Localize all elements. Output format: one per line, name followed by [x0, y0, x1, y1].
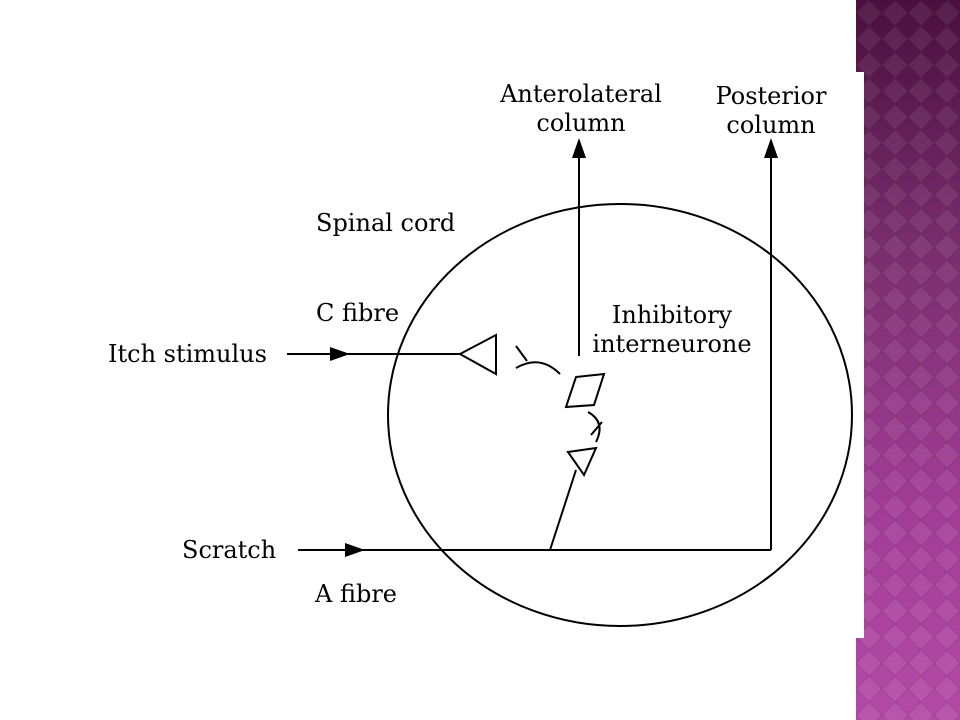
synapse-tick-lower	[590, 421, 603, 436]
synapse-arc-upper	[515, 361, 561, 375]
c-fibre-terminal	[457, 333, 497, 376]
label-spinal-cord: Spinal cord	[316, 209, 455, 237]
diagram-canvas: Anterolateral column Posterior column Sp…	[108, 80, 853, 627]
a-fibre-arrowhead	[345, 543, 365, 557]
label-inhibitory-2: interneurone	[592, 330, 751, 358]
c-fibre-arrowhead	[330, 347, 350, 361]
decorative-side-panel	[856, 0, 960, 720]
a-fibre-collateral-terminal	[566, 446, 598, 478]
label-anterolateral-1: Anterolateral	[499, 80, 662, 108]
diamond-pattern	[856, 0, 960, 720]
label-posterior-1: Posterior	[716, 82, 827, 110]
anterolateral-arrowhead	[572, 138, 586, 158]
posterior-arrowhead	[764, 138, 778, 158]
inhibitory-interneurone-body	[564, 372, 606, 409]
label-a-fibre: A fibre	[314, 580, 397, 608]
label-c-fibre: C fibre	[316, 299, 399, 327]
label-scratch: Scratch	[182, 536, 276, 564]
a-fibre-collateral-line	[549, 469, 577, 551]
synapse-tick-upper	[515, 345, 528, 362]
label-itch-stimulus: Itch stimulus	[108, 340, 267, 368]
label-inhibitory-1: Inhibitory	[612, 301, 733, 329]
label-posterior-2: column	[726, 111, 815, 139]
label-anterolateral-2: column	[536, 109, 625, 137]
spinal-cord-itch-diagram: Anterolateral column Posterior column Sp…	[0, 72, 864, 638]
spinal-cord-outline	[387, 203, 853, 627]
